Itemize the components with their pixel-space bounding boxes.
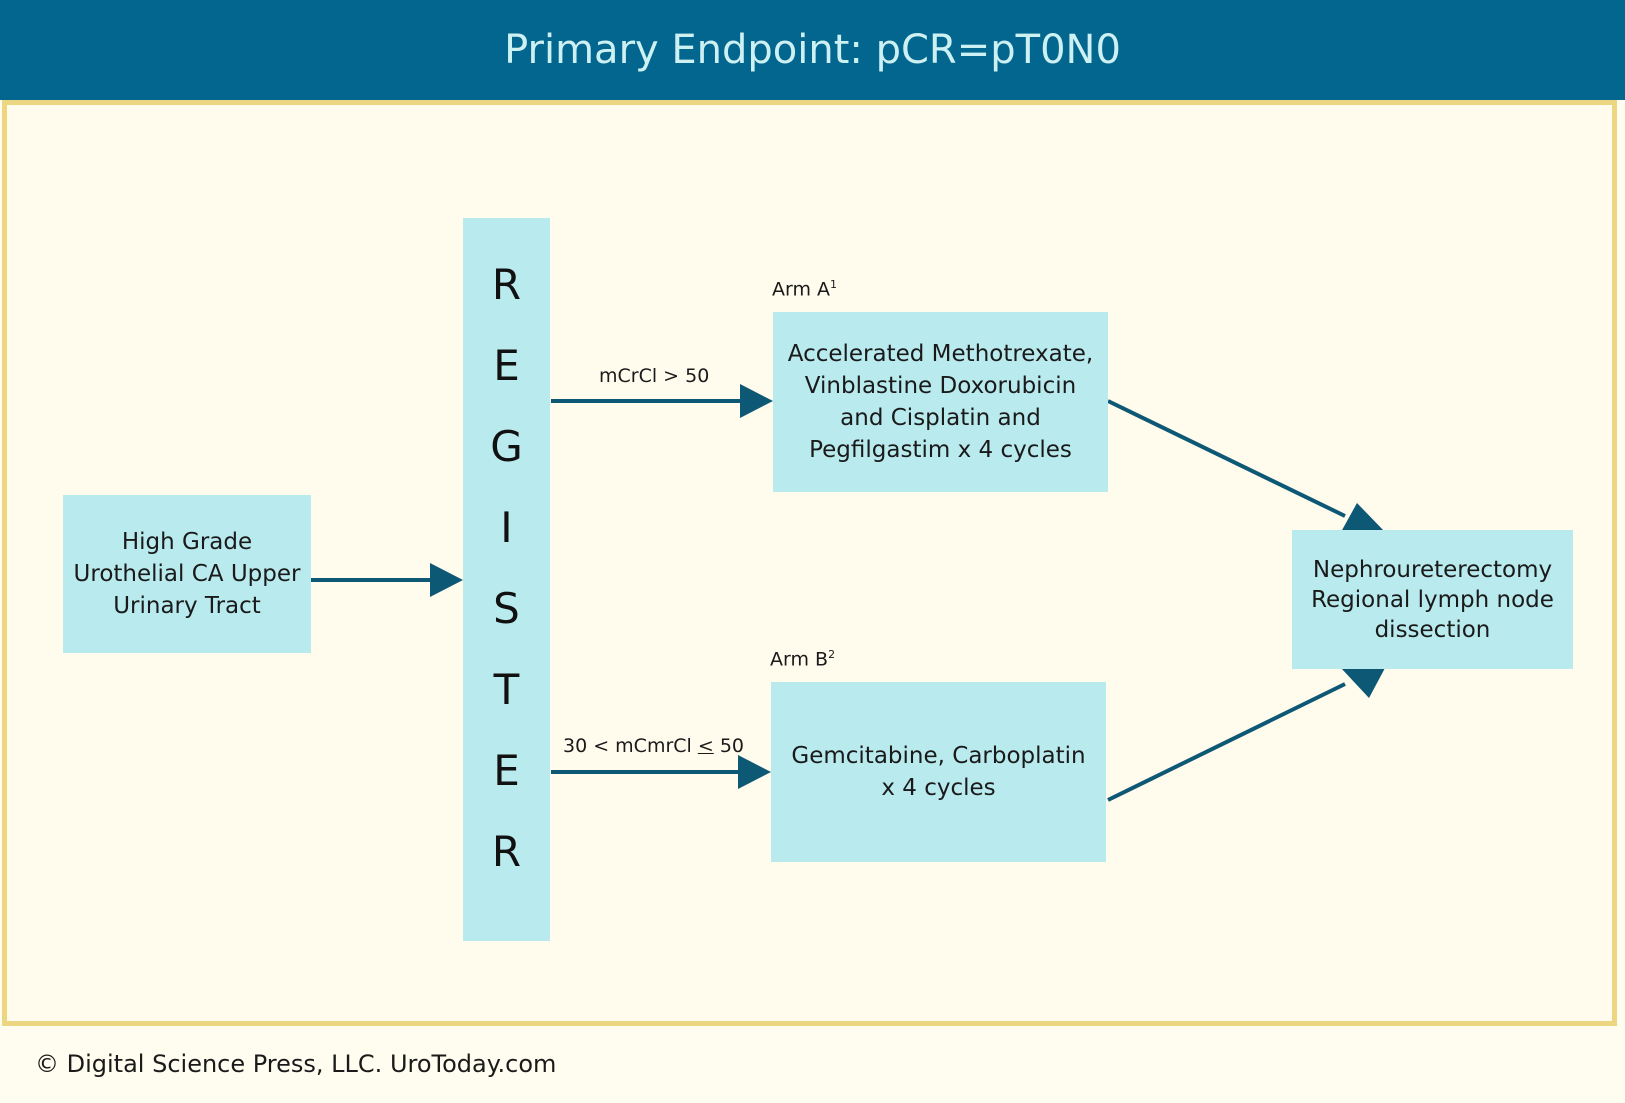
arm-b-label: Arm B2: [770, 648, 835, 670]
arm-a-treatment-box: Accelerated Methotrexate, Vinblastine Do…: [773, 312, 1108, 492]
arm-a-footnote: 1: [830, 278, 838, 291]
arm-a-label-text: Arm A: [772, 278, 831, 301]
condition-b-operator: <: [697, 735, 714, 757]
register-letter: E: [493, 746, 520, 795]
input-population-box: High Grade Urothelial CA Upper Urinary T…: [63, 495, 311, 653]
register-letter: S: [493, 584, 520, 633]
copyright-footer: © Digital Science Press, LLC. UroToday.c…: [35, 1050, 557, 1078]
arrow-head-arm-b: [738, 755, 771, 789]
register-letter: I: [500, 503, 513, 552]
arrow-arm-b-to-outcome: [1107, 682, 1346, 802]
arrow-head-outcome-top: [1341, 503, 1385, 532]
arm-b-treatment-box: Gemcitabine, Carboplatin x 4 cycles: [771, 682, 1106, 862]
register-letter: R: [491, 260, 522, 309]
register-letter: G: [490, 422, 523, 471]
diagram-title: Primary Endpoint: pCR=pT0N0: [504, 27, 1121, 73]
condition-b-prefix: 30 < mCmrCl: [563, 735, 698, 757]
condition-a-label: mCrCl > 50: [599, 365, 710, 387]
condition-b-label: 30 < mCmrCl < 50: [563, 735, 744, 757]
arm-b-footnote: 2: [828, 648, 836, 661]
arm-a-label: Arm A1: [772, 278, 837, 300]
arm-b-label-text: Arm B: [770, 648, 829, 671]
register-bar: R E G I S T E R: [463, 218, 550, 941]
condition-b-suffix: 50: [713, 735, 744, 757]
arrow-head-input: [430, 563, 463, 597]
register-letter: T: [493, 665, 520, 714]
arrow-arm-a-to-outcome: [1107, 399, 1346, 518]
arrow-head-arm-a: [740, 384, 773, 418]
register-letter: R: [491, 827, 522, 876]
register-letter: E: [493, 341, 520, 390]
arrow-head-outcome-bottom: [1341, 668, 1385, 698]
diagram-title-bar: Primary Endpoint: pCR=pT0N0: [0, 0, 1625, 100]
outcome-surgery-box: Nephroureterectomy Regional lymph node d…: [1292, 530, 1573, 669]
